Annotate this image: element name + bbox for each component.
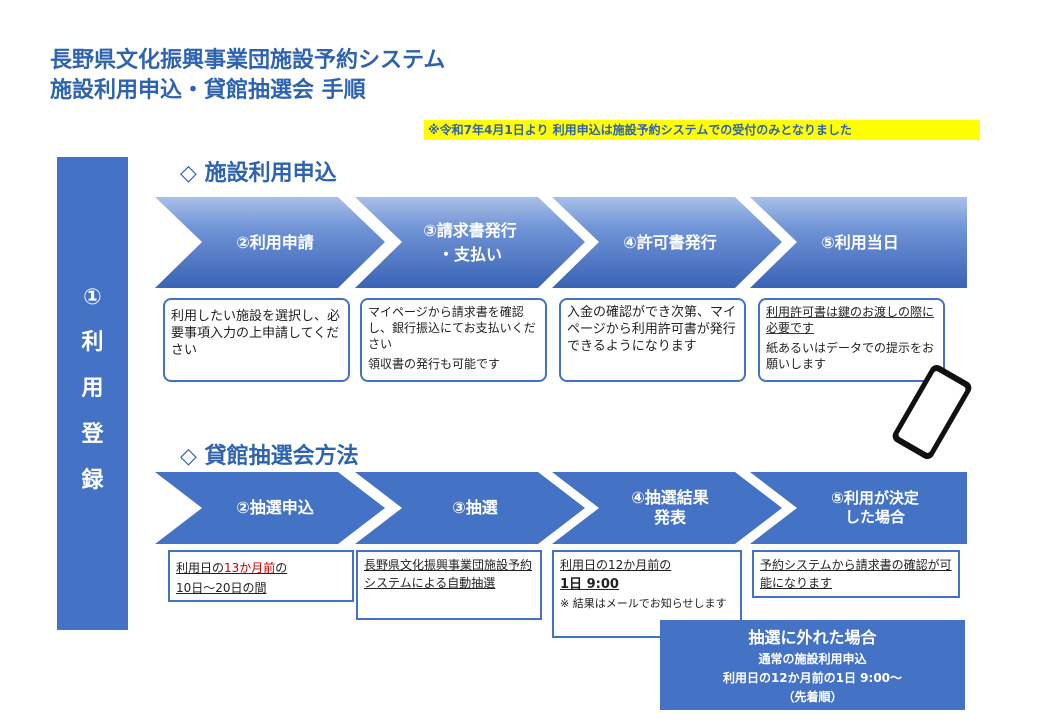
chevron-step-lottery-apply — [155, 472, 385, 544]
desc-box-lottery: 長野県文化振興事業団施設予約システムによる自動抽選 — [356, 550, 542, 620]
step-label: ③抽選 — [405, 472, 545, 544]
step-label: ②抽選申込 — [205, 472, 345, 544]
desc-text-part: 利用日の — [176, 561, 225, 575]
step-label-text: ②抽選申込 — [236, 498, 314, 517]
desc-text: マイページから請求書を確認し、銀行振込にてお支払いください — [368, 305, 536, 351]
desc-text-part: の — [275, 561, 288, 575]
page-title-line1: 長野県文化振興事業団施設予約システム — [50, 48, 446, 73]
sidebar-char: 登 — [81, 422, 104, 447]
step-label-text: ④許可書発行 — [623, 232, 717, 252]
desc-text: 入金の確認ができ次第、マイページから利用許可書が発行できるようになります — [567, 305, 737, 354]
desc-text: 利用したい施設を選択し、必要事項入力の上申請してください — [171, 309, 341, 358]
section-title-facility-application: ◇ 施設利用申込 — [180, 161, 337, 186]
smartphone-icon — [892, 364, 972, 460]
desc-text: 10日～20日の間 — [176, 581, 267, 595]
banner-title: 抽選に外れた場合 — [748, 628, 877, 647]
sidebar-char: ① — [83, 285, 102, 310]
desc-box-invoice: マイページから請求書を確認し、銀行振込にてお支払いください 領収書の発行も可能で… — [360, 298, 547, 382]
registration-sidebar: ① 利 用 登 録 — [57, 157, 128, 630]
chevron-step-permit — [552, 197, 782, 288]
desc-box-use-day: 利用許可書は鍵のお渡しの際に必要です 紙あるいはデータでの提示をお願いします — [758, 298, 945, 382]
lottery-lost-banner: 抽選に外れた場合 通常の施設利用申込 利用日の12か月前の1日 9:00～ （先… — [660, 620, 965, 710]
step-label: ③請求書発行 ・支払い — [395, 197, 545, 288]
sidebar-char: 利 — [81, 330, 104, 355]
step-label: ⑤利用が決定 した場合 — [800, 472, 950, 544]
section-title-lottery-method: ◇ 貸館抽選会方法 — [180, 444, 359, 469]
step-label-text: した場合 — [844, 508, 905, 526]
step-label: ④抽選結果 発表 — [600, 472, 740, 544]
desc-box-application: 利用したい施設を選択し、必要事項入力の上申請してください — [163, 298, 350, 382]
step-label-text: ⑤利用当日 — [821, 232, 899, 252]
step-label-text: ③請求書発行 — [423, 220, 517, 240]
notice-banner: ※令和7年4月1日より 利用申込は施設予約システムでの受付のみとなりました — [424, 120, 980, 140]
step-label: ④許可書発行 — [600, 197, 740, 288]
desc-text: 予約システムから請求書の確認が可能になります — [760, 558, 952, 590]
step-label: ②利用申請 — [205, 197, 345, 288]
sidebar-char: 録 — [81, 468, 104, 493]
desc-box-decided: 予約システムから請求書の確認が可能になります — [752, 550, 960, 598]
desc-box-lottery-apply: 利用日の13か月前の 10日～20日の間 — [168, 550, 354, 602]
page-title-line2: 施設利用申込・貸館抽選会 手順 — [50, 78, 366, 103]
desc-text-underlined: 利用許可書は鍵のお渡しの際に必要です — [766, 305, 935, 335]
desc-text: 1日 9:00 — [560, 577, 619, 592]
chevron-step-lottery — [355, 472, 585, 544]
desc-text: 利用日の12か月前の — [560, 558, 672, 572]
chevron-step-decided — [750, 472, 967, 544]
step-label: ⑤利用当日 — [800, 197, 920, 288]
step-label-text: ③抽選 — [452, 498, 498, 517]
desc-box-permit: 入金の確認ができ次第、マイページから利用許可書が発行できるようになります — [559, 298, 746, 382]
desc-text: 利用日の13か月前の — [176, 558, 346, 578]
desc-text-highlight: 13か月前 — [224, 561, 276, 575]
desc-text: 領収書の発行も可能です — [368, 357, 501, 371]
sidebar-char: 用 — [81, 376, 104, 401]
desc-text: 紙あるいはデータでの提示をお願いします — [766, 341, 935, 371]
banner-line: 利用日の12か月前の1日 9:00～ — [722, 671, 903, 685]
step-label-text: ⑤利用が決定 — [831, 489, 919, 508]
desc-text: 長野県文化振興事業団施設予約システムによる自動抽選 — [364, 558, 533, 590]
desc-text: ※ 結果はメールでお知らせします — [560, 597, 727, 610]
chevron-step-lottery-result — [552, 472, 782, 544]
step-label-text: 発表 — [653, 508, 686, 527]
banner-line: 通常の施設利用申込 — [758, 652, 867, 666]
step-label-text: ④抽選結果 — [631, 488, 709, 507]
banner-line: （先着順） — [782, 690, 843, 704]
step-label-text: ・支払い — [437, 244, 502, 264]
chevron-step-use-day — [750, 197, 967, 288]
step-label-text: ②利用申請 — [236, 232, 314, 252]
chevron-step-application — [155, 197, 385, 288]
chevron-step-invoice — [355, 197, 585, 288]
